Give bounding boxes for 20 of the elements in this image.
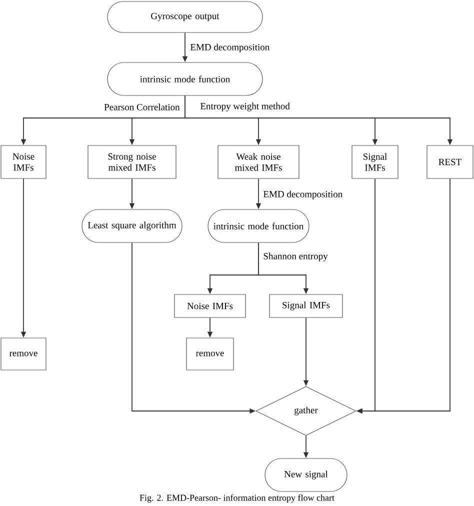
process-box: REST: [426, 145, 474, 179]
terminal-box: Gyroscope output: [107, 1, 263, 33]
process-box: Weak noise mixed IMFs: [218, 145, 300, 179]
edge-label: EMD decomposition: [262, 190, 344, 200]
terminal-box: intrinsic mode function: [107, 62, 263, 96]
terminal-box: intrinsic mode function: [208, 209, 310, 243]
process-box: Noise IMFs: [0, 145, 46, 179]
process-box: remove: [0, 338, 46, 370]
process-box: Signal IMFs: [352, 145, 398, 179]
terminal-box: Least square algorithm: [82, 209, 182, 243]
process-box: Noise IMFs: [174, 294, 246, 318]
method-label: Shannon entropy: [262, 252, 329, 262]
edge-label: EMD decomposition: [189, 42, 271, 54]
process-box: remove: [186, 338, 234, 370]
caption: Fig. 2. EMD-Pearson- information entropy flow chart: [140, 494, 334, 503]
method-label: Pearson Correlation: [103, 102, 181, 112]
method-label: Entropy weight method: [199, 102, 291, 112]
process-box: Strong noise mixed IMFs: [88, 145, 176, 179]
terminal-box: New signal: [264, 458, 348, 492]
process-box: Signal IMFs: [269, 294, 343, 318]
